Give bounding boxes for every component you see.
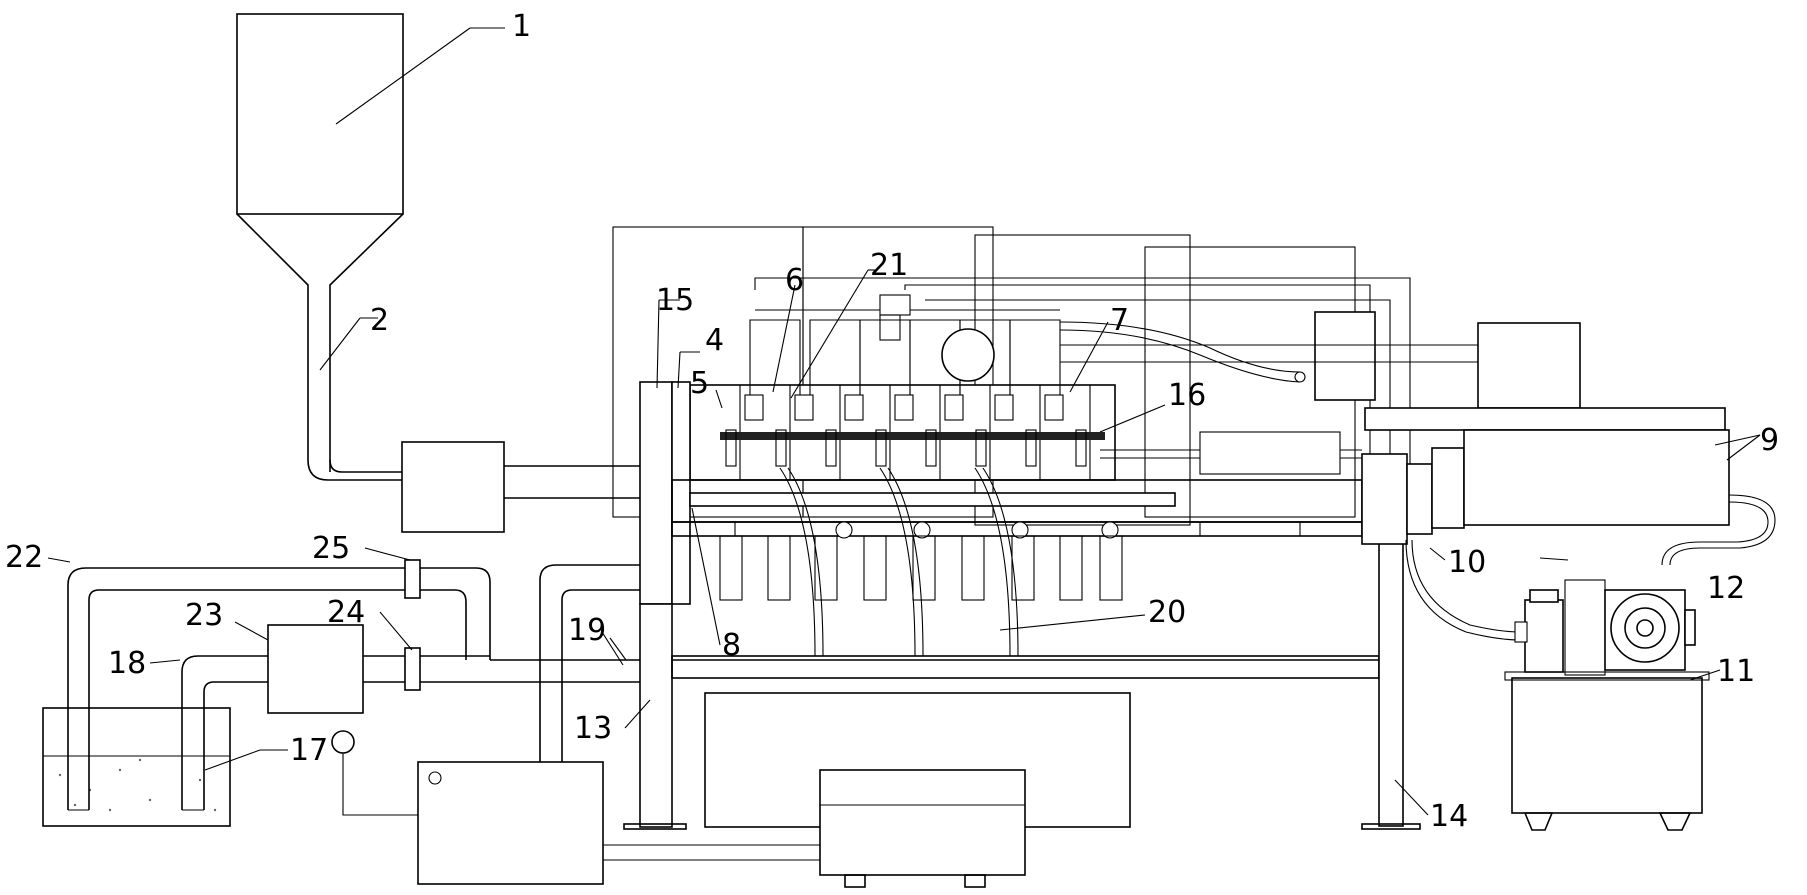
label-19: 19: [568, 613, 606, 648]
hose-21: [1059, 321, 1306, 383]
label-24: 24: [327, 595, 365, 630]
valve-25: [404, 559, 421, 599]
label-11: 11: [1717, 654, 1755, 689]
hydraulic-unit-11: [1504, 579, 1710, 831]
label-13: 13: [574, 711, 612, 746]
beam-8: [671, 479, 1363, 539]
column-13-foot: [623, 823, 687, 830]
label-22: 22: [5, 540, 43, 575]
column-4: [671, 381, 691, 605]
label-9: 9: [1760, 423, 1779, 458]
label-8: 8: [722, 628, 741, 663]
label-5: 5: [690, 366, 709, 401]
drip-trays: [719, 535, 1123, 601]
label-16: 16: [1168, 378, 1206, 413]
control-box: [331, 730, 820, 885]
filter-plates: [689, 294, 1116, 481]
label-18: 18: [108, 646, 146, 681]
motor-base: [819, 769, 1026, 888]
pump-23: [267, 624, 364, 714]
callout-labels: 1 2 15 4 5 6 21 7 16 9 10 12 11 8 20 19 …: [5, 9, 1779, 834]
outlet-tubes-20: [779, 467, 1019, 657]
label-6: 6: [785, 263, 804, 298]
label-20: 20: [1148, 595, 1186, 630]
valve-24: [404, 647, 421, 691]
return-pipe-22: [67, 567, 491, 811]
column-13: [639, 603, 673, 828]
label-15: 15: [656, 283, 694, 318]
label-12: 12: [1707, 571, 1745, 606]
suction-pipe-18: [181, 655, 268, 811]
column-15: [639, 381, 673, 605]
upper-right-boxes: [1060, 311, 1726, 431]
piston-9: [1100, 429, 1730, 545]
label-7: 7: [1110, 303, 1129, 338]
water-tank-17: [42, 707, 231, 827]
base-frame: [671, 535, 1421, 830]
hopper: [236, 13, 404, 460]
leader-lines: [47, 27, 1761, 816]
label-2: 2: [370, 303, 389, 338]
label-4: 4: [705, 323, 724, 358]
feed-pipe: [307, 459, 655, 499]
feed-pump-box: [401, 441, 505, 533]
label-1: 1: [512, 9, 531, 44]
label-10: 10: [1448, 545, 1486, 580]
upper-frames: [612, 226, 1411, 526]
label-14: 14: [1430, 799, 1468, 834]
hose-12: [1405, 494, 1776, 641]
label-25: 25: [312, 531, 350, 566]
label-23: 23: [185, 598, 223, 633]
pipe-19: [363, 564, 1379, 809]
label-21: 21: [870, 248, 908, 283]
label-17: 17: [290, 733, 328, 768]
